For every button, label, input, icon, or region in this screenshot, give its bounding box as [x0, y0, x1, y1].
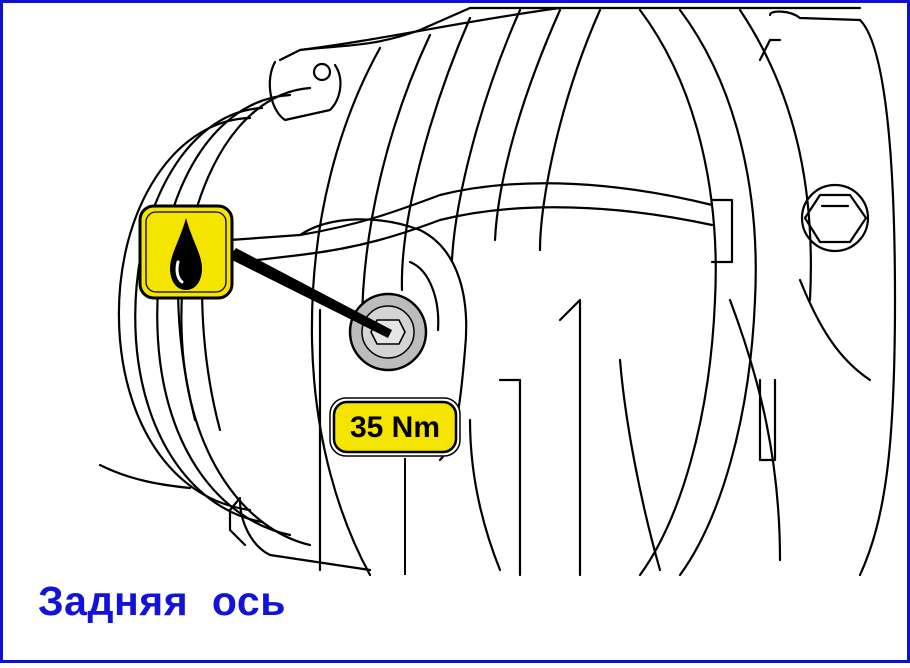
housing-contours: [278, 6, 862, 577]
oil-leader-line: [228, 248, 392, 338]
diagram-caption: Задняя ось: [38, 578, 286, 624]
flange-rings: [98, 86, 312, 547]
end-cap: [728, 10, 897, 577]
oil-badge: [138, 204, 234, 300]
torque-value: 35 Nm: [350, 411, 440, 444]
torque-badge: 35 Nm: [329, 397, 461, 457]
housing-rib: [228, 182, 734, 264]
lower-body: [228, 298, 662, 577]
mounting-lug: [268, 60, 342, 122]
hex-bolt: [800, 183, 870, 253]
oil-drop-icon: [170, 218, 202, 290]
